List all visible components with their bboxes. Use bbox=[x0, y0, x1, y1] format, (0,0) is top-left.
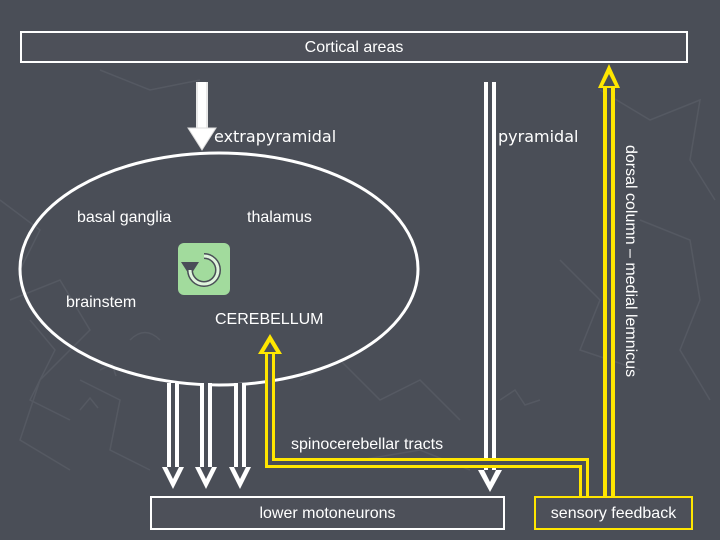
cortical-areas-box: Cortical areas bbox=[20, 31, 688, 63]
descending-arrow-2-icon bbox=[195, 383, 217, 489]
brainstem-label: brainstem bbox=[66, 294, 137, 311]
cortical-areas-label: Cortical areas bbox=[304, 39, 404, 56]
dorsal-column-label: dorsal column – medial lemnicus bbox=[612, 145, 640, 407]
subcortical-ellipse bbox=[18, 151, 420, 387]
dorsal-column-text: dorsal column – medial lemnicus bbox=[622, 145, 639, 378]
spinocerebellar-tracts-label: spinocerebellar tracts bbox=[291, 436, 444, 453]
descending-arrow-1-icon bbox=[162, 383, 184, 489]
pyramidal-label: pyramidal bbox=[498, 127, 579, 146]
sensory-feedback-box: sensory feedback bbox=[534, 496, 693, 530]
lower-motoneurons-box: lower motoneurons bbox=[150, 496, 505, 530]
pyramidal-down-arrow-icon bbox=[478, 82, 502, 492]
extrapyramidal-label: extrapyramidal bbox=[214, 127, 337, 146]
basal-ganglia-label: basal ganglia bbox=[77, 209, 172, 226]
sensory-feedback-label: sensory feedback bbox=[550, 505, 677, 522]
dorsal-column-up-arrow-icon bbox=[598, 64, 620, 496]
loop-arrow-icon bbox=[178, 243, 230, 295]
spinocerebellar-path bbox=[258, 334, 589, 496]
thalamus-label: thalamus bbox=[247, 209, 312, 226]
extrapyramidal-down-arrow-icon bbox=[187, 82, 217, 151]
cerebellum-label: CEREBELLUM bbox=[215, 311, 324, 328]
lower-motoneurons-label: lower motoneurons bbox=[259, 505, 396, 522]
descending-arrow-3-icon bbox=[229, 383, 251, 489]
